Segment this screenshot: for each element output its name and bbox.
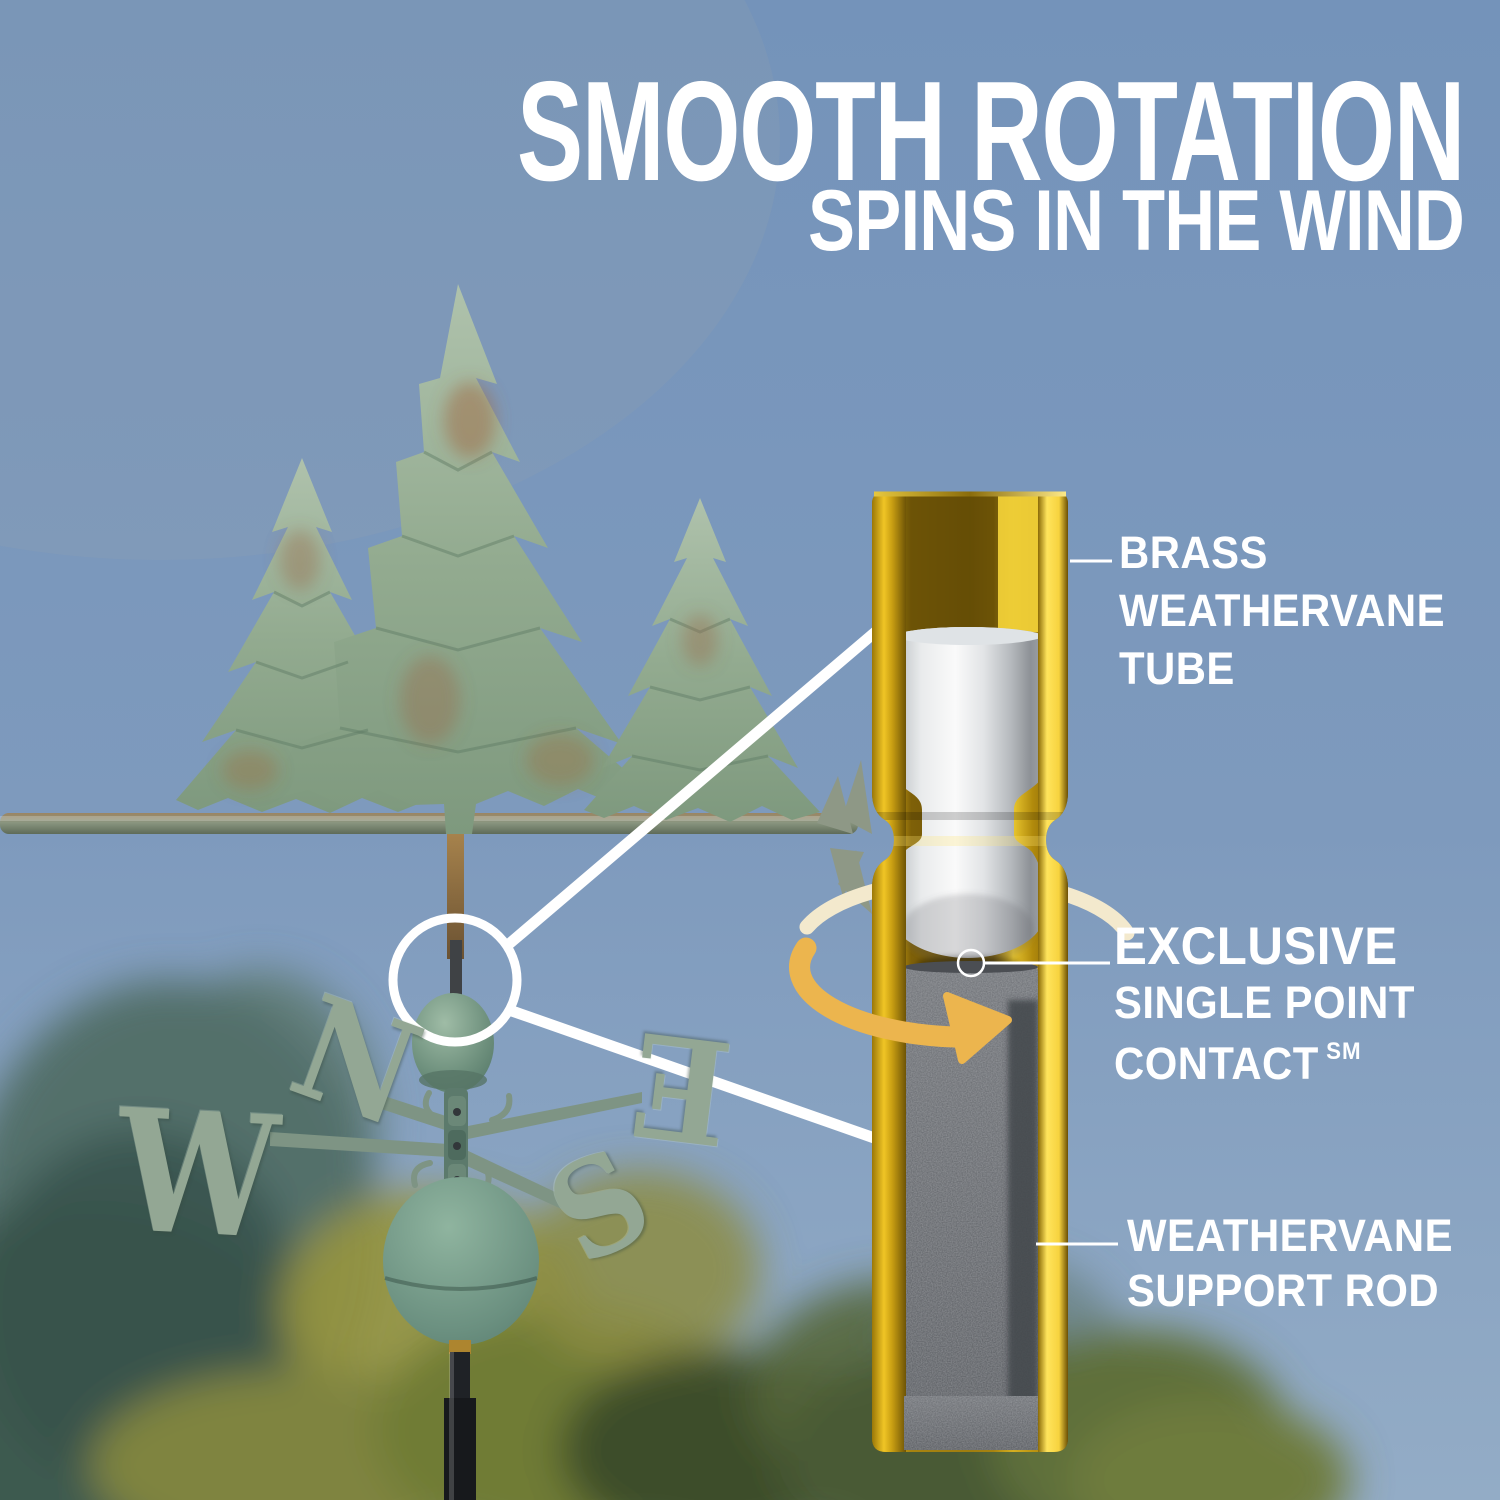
- cutaway-illustration: [872, 491, 1068, 1452]
- photo-support-rod-lower: [444, 1398, 476, 1500]
- photo-support-rod-upper: [450, 1352, 470, 1400]
- chrome-dome-shading: [902, 894, 1034, 966]
- label-contact-emphasis: EXCLUSIVE: [1114, 917, 1398, 976]
- pine-tree-group: [176, 284, 820, 834]
- label-single-point-contact: EXCLUSIVE SINGLE POINT CONTACT SM: [1114, 918, 1415, 1090]
- label-weathervane-support-rod: WEATHERVANE SUPPORT ROD: [1127, 1208, 1453, 1318]
- callout-line-lower: [506, 1005, 886, 1146]
- label-brass-line3: TUBE: [1119, 643, 1235, 694]
- compass-arms: [270, 1090, 642, 1211]
- finial-ring: [419, 1070, 487, 1090]
- pine-tree-center: [270, 284, 648, 834]
- label-contact-line2: SINGLE POINT: [1114, 977, 1415, 1028]
- subheadline: SPINS IN THE WIND: [807, 173, 1465, 269]
- chrome-spindle: [890, 627, 1046, 958]
- egg-seam: [384, 1276, 538, 1291]
- service-mark: SM: [1326, 1038, 1362, 1065]
- brass-ferrule: [449, 1340, 471, 1354]
- weathervane-photo: [0, 284, 872, 1500]
- support-rod-channel: [1008, 1000, 1038, 1446]
- photo-rod-highlight: [449, 1352, 454, 1500]
- contact-point-circle: [956, 948, 986, 978]
- egg-ball: [383, 1177, 539, 1345]
- tube-top-interior-highlight: [998, 492, 1038, 632]
- label-rod-line1: WEATHERVANE: [1127, 1210, 1453, 1261]
- label-rod-line2: SUPPORT ROD: [1127, 1265, 1440, 1316]
- chrome-top-cap: [892, 627, 1046, 645]
- headline: SMOOTH ROTATION: [516, 52, 1466, 211]
- brass-wall-left: [872, 492, 906, 1452]
- waist-highlight: [872, 836, 1068, 846]
- vane-mast-lower: [450, 940, 462, 1002]
- label-connectors: [956, 559, 1118, 1246]
- sky-haze: [0, 0, 780, 560]
- vane-mast-upper: [447, 834, 464, 959]
- rotation-arrow-icon: [789, 937, 1012, 1064]
- label-contact-line3: CONTACT SM: [1114, 1029, 1415, 1090]
- compass-letter-east: E: [622, 998, 740, 1176]
- support-rod-bottom-texture: [904, 1396, 1038, 1450]
- callout-line-upper: [503, 622, 886, 950]
- magnifier-circle: [388, 913, 522, 1047]
- rust-patina-patches: [222, 382, 718, 790]
- label-contact-word: CONTACT: [1114, 1038, 1319, 1089]
- label-brass-line2: WEATHERVANE: [1119, 585, 1445, 636]
- vane-rod-highlight: [0, 816, 858, 821]
- compass-letter-west: W: [112, 1070, 284, 1278]
- vane-hub: [444, 1088, 468, 1200]
- brass-wall-right: [1038, 492, 1068, 1452]
- label-brass-line1: BRASS: [1119, 527, 1268, 578]
- tree-tier-shading-left: [235, 590, 369, 750]
- waist-shadow: [872, 812, 1068, 820]
- callout-lines: [388, 622, 886, 1146]
- label-brass-weathervane-tube: BRASS WEATHERVANE TUBE: [1119, 524, 1445, 698]
- tree-tier-shading: [339, 450, 577, 754]
